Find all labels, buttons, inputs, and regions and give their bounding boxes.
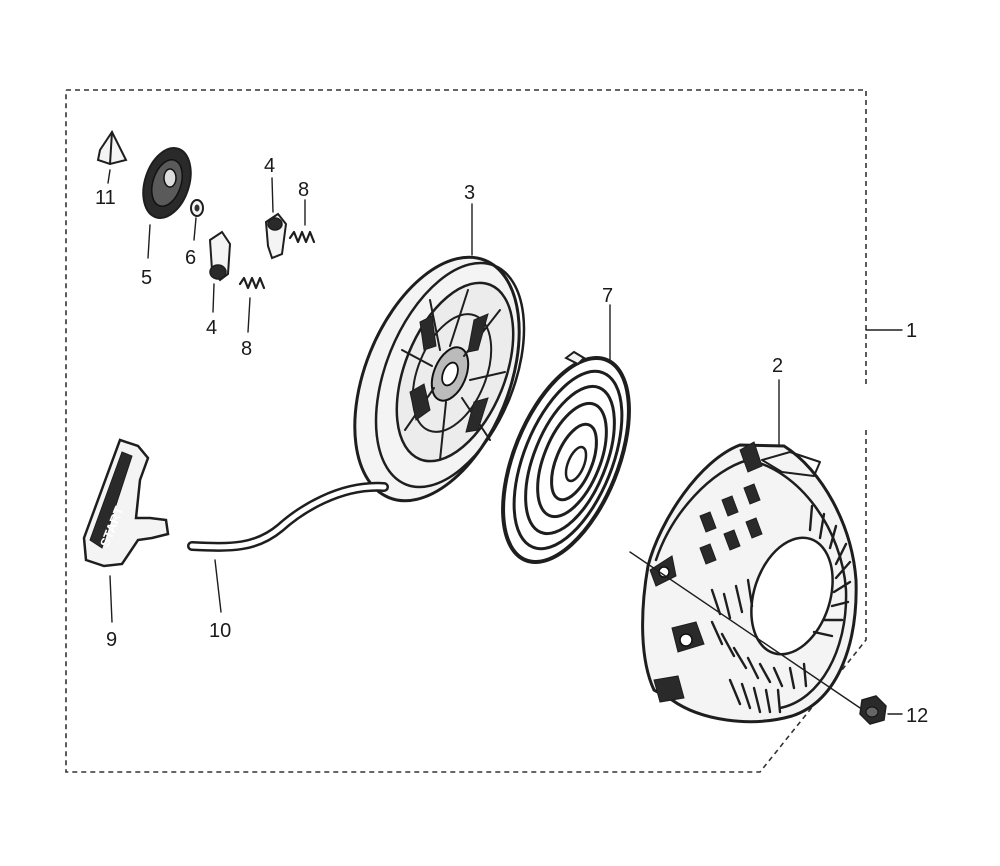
part-7-recoil-spring <box>501 304 631 565</box>
part-11-cap <box>96 130 128 184</box>
part-9-starter-grip: START <box>82 438 170 623</box>
callout-4-lower: 4 <box>206 317 217 339</box>
part-10-starter-rope <box>187 481 389 613</box>
callout-7: 7 <box>602 285 613 307</box>
callout-8-lower: 8 <box>241 338 252 360</box>
callout-10: 10 <box>209 620 231 642</box>
part-4-ratchet-upper <box>264 177 288 260</box>
part-4-ratchet-lower <box>208 230 232 313</box>
part-8-spring-upper <box>288 199 316 244</box>
callout-12: 12 <box>906 705 928 727</box>
callout-3: 3 <box>464 182 475 204</box>
callout-1: 1 <box>906 320 917 342</box>
callout-5: 5 <box>141 267 152 289</box>
part-8-spring-lower <box>238 276 266 333</box>
part-3-starter-reel <box>353 203 526 503</box>
part-12-flange-bolt <box>629 551 903 725</box>
callout-6: 6 <box>185 247 196 269</box>
callout-9: 9 <box>106 629 117 651</box>
assembly-boundary <box>65 89 867 773</box>
callout-4-upper: 4 <box>264 155 275 177</box>
part-2-starter-case <box>641 379 858 724</box>
part-6-washer <box>190 199 204 241</box>
part-5-friction-plate <box>142 147 192 259</box>
callout-8-upper: 8 <box>298 179 309 201</box>
callout-11: 11 <box>95 187 116 209</box>
callout-2: 2 <box>772 355 783 377</box>
